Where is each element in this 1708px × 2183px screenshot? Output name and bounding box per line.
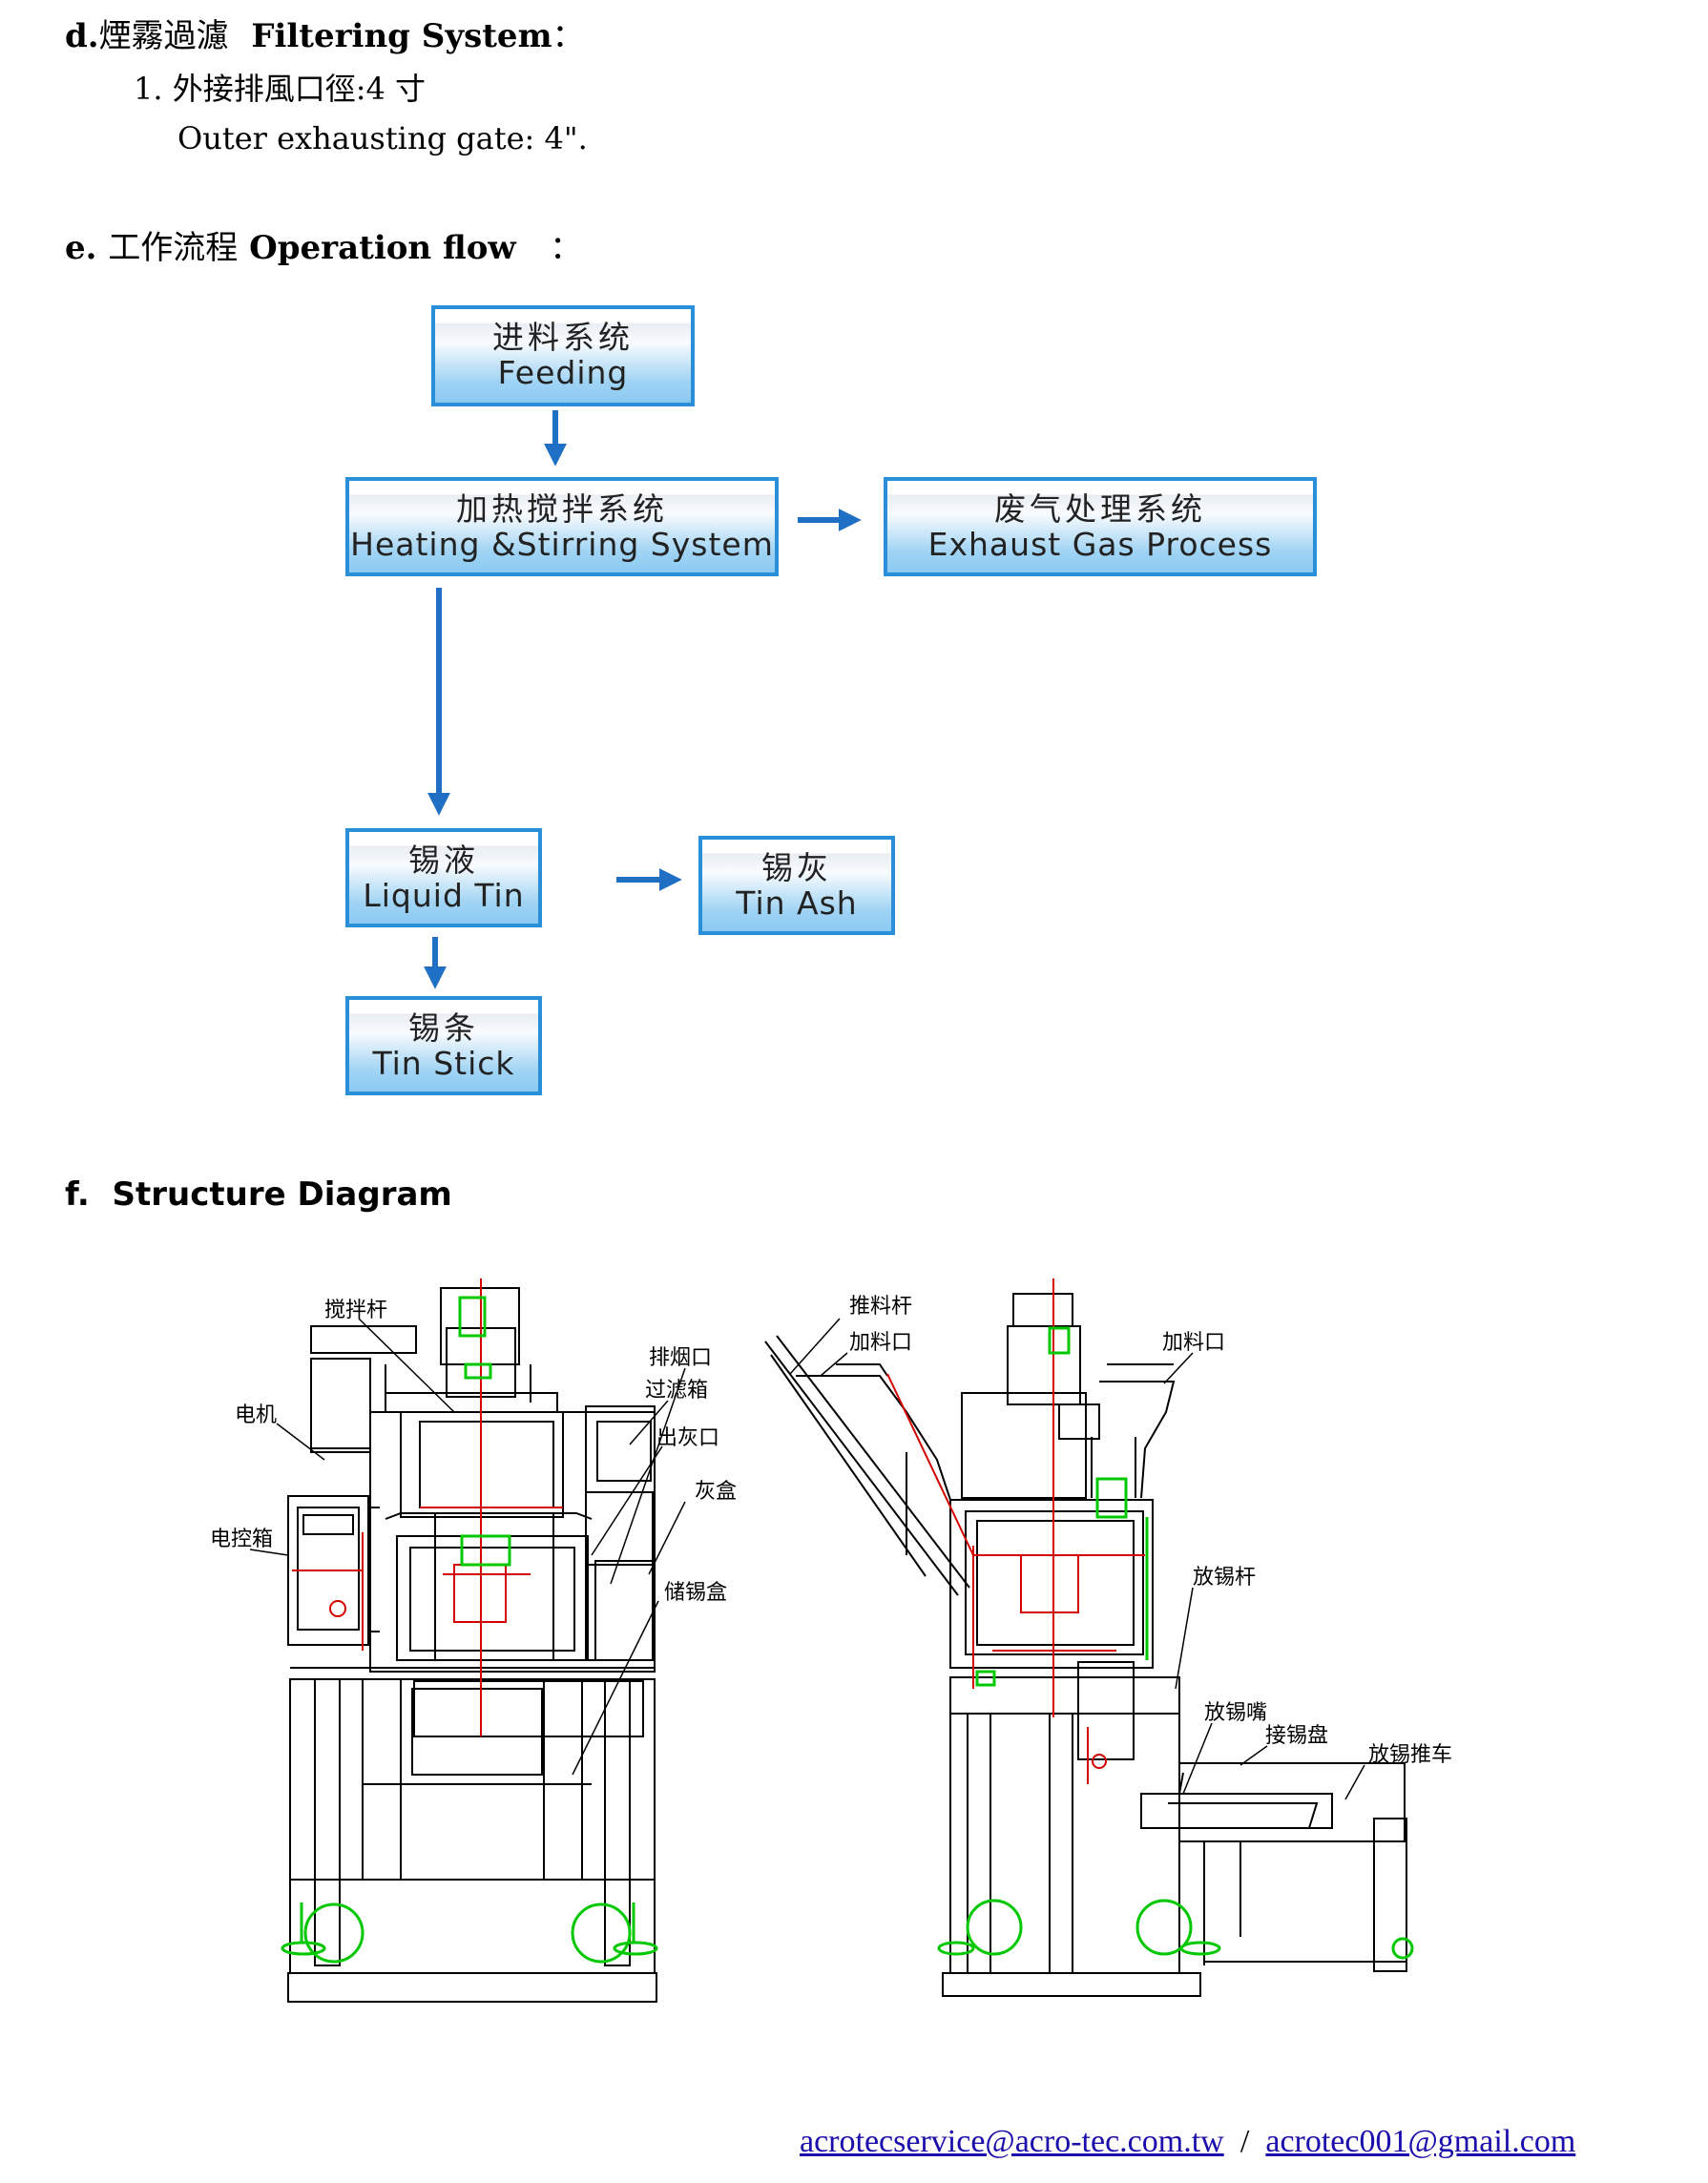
casters (281, 1296, 1414, 1964)
label-release-nozzle: 放锡嘴 (1204, 1701, 1267, 1725)
label-tin-cart: 放锡推车 (1368, 1743, 1452, 1767)
flow-box-exhaust: 废气处理系统 Exhaust Gas Process (884, 477, 1317, 576)
left-machine-frame (287, 1667, 657, 2003)
right-cart (1140, 1772, 1333, 1829)
flow-box-feeding: 进料系统 Feeding (431, 305, 695, 406)
flow-box-tin-stick: 锡条 Tin Stick (345, 996, 542, 1095)
label-push-rod: 推料杆 (849, 1295, 912, 1319)
flow-exhaust-cn: 废气处理系统 (994, 490, 1206, 528)
flow-liquid-cn: 锡液 (408, 842, 479, 879)
leader-lines (249, 1318, 1365, 1800)
label-tin-tray: 接锡盘 (1265, 1724, 1328, 1748)
label-ash-box: 灰盒 (695, 1480, 737, 1504)
flow-ash-cn: 锡灰 (761, 849, 832, 886)
section-e-title-en: Operation flow (249, 229, 516, 267)
footer-email-2[interactable]: acrotec001@gmail.com (1265, 2124, 1576, 2159)
section-d-heading: d.煙霧過濾 Filtering System： (65, 10, 585, 56)
flow-stick-cn: 锡条 (408, 1009, 479, 1047)
section-f-prefix: f. (65, 1175, 90, 1214)
section-f-heading: f. Structure Diagram (65, 1175, 452, 1214)
section-d-title-cjk: 煙霧過濾 (98, 17, 229, 55)
label-stir-rod: 搅拌杆 (324, 1299, 387, 1322)
section-d-prefix: d. (65, 17, 99, 55)
flow-box-tin-ash: 锡灰 Tin Ash (698, 836, 895, 935)
structure-diagram: 搅拌杆 电机 电控箱 排烟口 过滤箱 出灰口 灰盒 储锡盒 推料杆 加料口 加料… (210, 1279, 1452, 2003)
label-smoke-outlet: 排烟口 (649, 1346, 712, 1370)
section-d-colon: ： (552, 17, 585, 55)
footer-separator: / (1239, 2124, 1250, 2159)
section-d-item-en: Outer exhausting gate: 4". (177, 120, 588, 156)
left-base (413, 1680, 644, 1737)
label-tin-storage: 储锡盒 (664, 1581, 727, 1605)
right-machine-frame (942, 1661, 1407, 1997)
diagram-labels: 搅拌杆 电机 电控箱 排烟口 过滤箱 出灰口 灰盒 储锡盒 推料杆 加料口 加料… (210, 1295, 1452, 1767)
footer-email-1[interactable]: acrotecservice@acro-tec.com.tw (800, 2124, 1224, 2159)
flow-heating-cn: 加热搅拌系统 (456, 490, 668, 528)
right-push-rod (764, 1335, 970, 1596)
flow-feeding-en: Feeding (497, 354, 629, 391)
label-feed-port-right: 加料口 (1162, 1331, 1225, 1355)
flow-box-liquid-tin: 锡液 Liquid Tin (345, 828, 542, 927)
left-control-box (287, 1495, 380, 1646)
flow-feeding-cn: 进料系统 (492, 319, 634, 356)
section-e-colon: ： (550, 229, 583, 267)
flow-box-heating: 加热搅拌系统 Heating &Stirring System (345, 477, 779, 576)
flow-ash-en: Tin Ash (736, 884, 858, 922)
section-d-item-number: 1. (134, 71, 163, 107)
label-control-box: 电控箱 (210, 1528, 273, 1551)
section-f-title: Structure Diagram (112, 1175, 452, 1214)
flow-stick-en: Tin Stick (372, 1045, 515, 1082)
left-motor (310, 1325, 417, 1453)
flow-liquid-en: Liquid Tin (363, 877, 525, 914)
label-filter-box: 过滤箱 (645, 1379, 708, 1403)
left-filter-box (585, 1405, 656, 1661)
section-d-item: 1. 外接排風口徑:4 寸 (134, 65, 426, 109)
section-d-item-cjk: 外接排風口徑:4 寸 (172, 71, 427, 107)
section-e-title-cjk: 工作流程 (108, 229, 239, 267)
section-d-title-en: Filtering System (251, 17, 552, 55)
flow-heating-en: Heating &Stirring System (350, 526, 774, 563)
flow-arrows (424, 410, 862, 989)
centerlines (292, 1279, 1145, 1784)
footer: acrotecservice@acro-tec.com.tw / acrotec… (800, 2124, 1575, 2160)
label-feed-port-left: 加料口 (849, 1331, 912, 1355)
label-motor: 电机 (235, 1403, 277, 1427)
label-ash-outlet: 出灰口 (656, 1426, 719, 1450)
label-release-rod: 放锡杆 (1193, 1566, 1256, 1590)
section-e-heading: e. 工作流程 Operation flow ： (65, 221, 582, 268)
flow-exhaust-en: Exhaust Gas Process (927, 526, 1273, 563)
section-e-prefix: e. (65, 229, 97, 267)
